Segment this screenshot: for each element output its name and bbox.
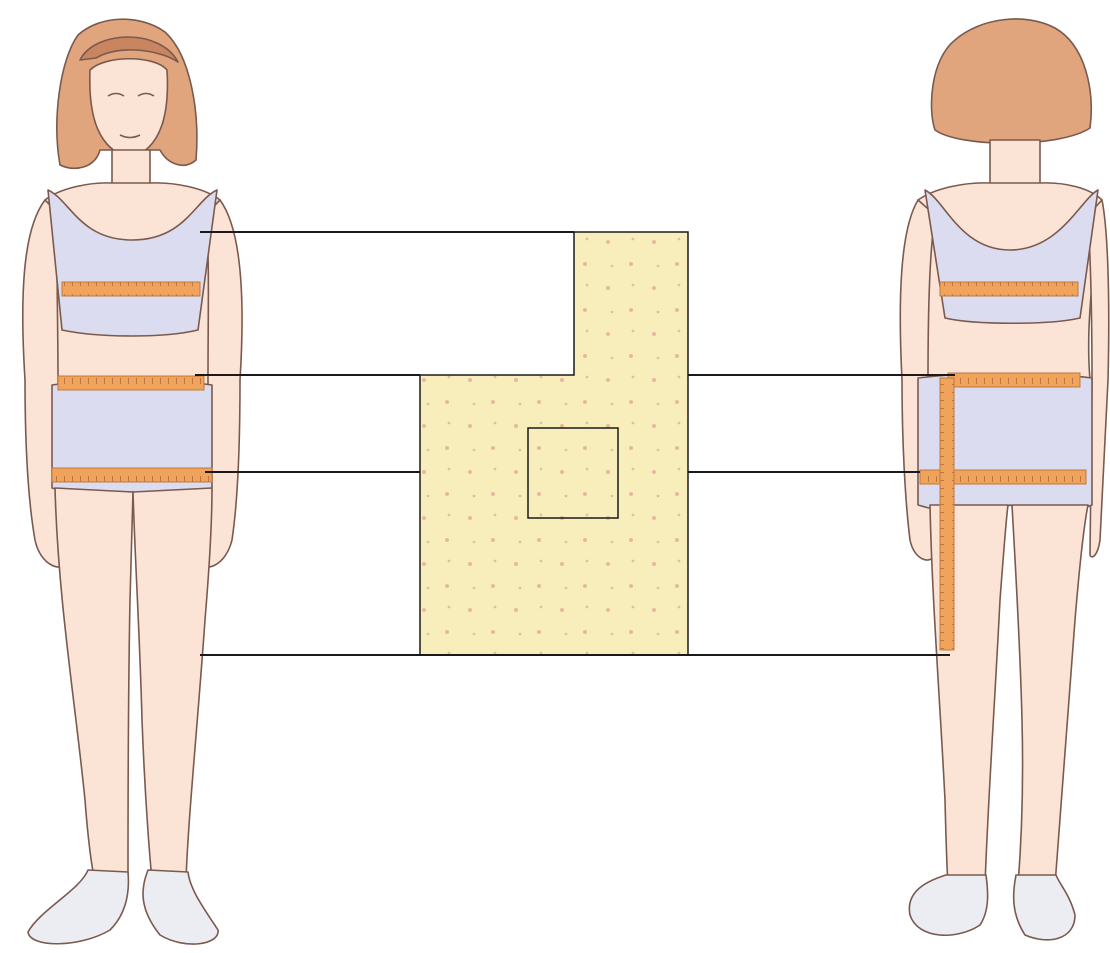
front-waist-tape — [58, 376, 204, 390]
fabric-pattern-piece — [420, 232, 688, 655]
back-right-sandal — [1014, 875, 1075, 940]
front-right-sandal — [143, 870, 218, 944]
front-left-sandal — [28, 870, 128, 944]
back-neck — [990, 140, 1040, 185]
back-hair — [932, 19, 1092, 143]
back-right-leg — [1012, 505, 1088, 885]
front-left-leg — [55, 488, 133, 880]
back-waist-tape — [948, 373, 1080, 387]
back-left-sandal — [909, 875, 987, 935]
back-chest-tape — [940, 282, 1078, 296]
front-hip-tape — [52, 468, 212, 482]
front-right-leg — [133, 488, 212, 880]
back-length-tape — [940, 378, 954, 650]
front-chest-tape — [62, 282, 200, 296]
fabric-shape — [420, 232, 688, 655]
front-neck — [112, 150, 150, 185]
